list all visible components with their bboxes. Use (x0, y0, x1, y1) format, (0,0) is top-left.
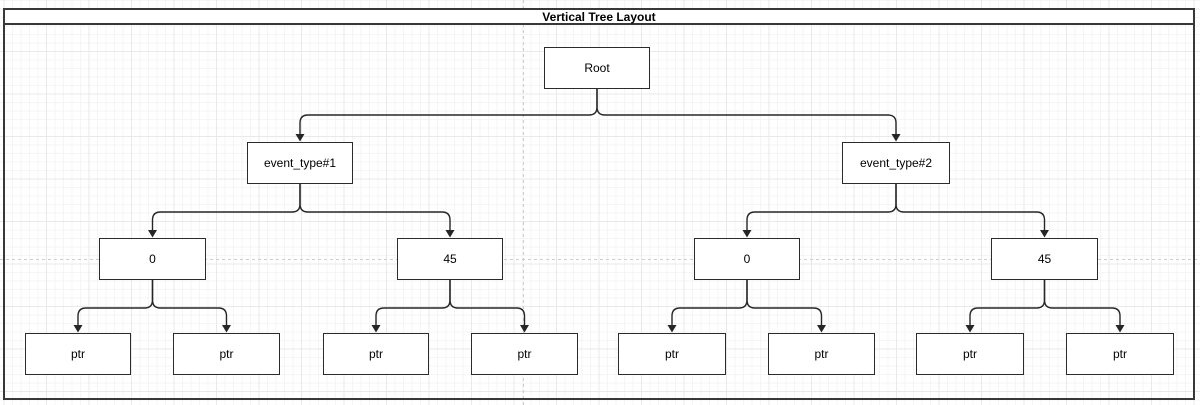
tree-edge-et1-n45a[interactable] (299, 184, 455, 238)
node-label: event_type#1 (263, 156, 337, 170)
node-label: 0 (149, 252, 156, 266)
tree-node-ptr1[interactable]: ptr (25, 333, 131, 375)
tree-node-ptr6[interactable]: ptr (768, 333, 875, 375)
node-label: ptr (219, 347, 234, 361)
tree-node-ptr2[interactable]: ptr (173, 333, 280, 375)
arrowhead-icon (520, 325, 529, 333)
tree-edge-n0a-ptr2[interactable] (151, 280, 232, 333)
tree-edge-et2-n45b[interactable] (895, 184, 1049, 238)
node-label: ptr (664, 347, 679, 361)
frame-title-bar[interactable]: Vertical Tree Layout (5, 10, 1193, 25)
tree-node-root[interactable]: Root (544, 47, 650, 89)
frame-title: Vertical Tree Layout (542, 9, 656, 24)
tree-edge-n45b-ptr8[interactable] (1043, 280, 1125, 333)
node-label: 0 (743, 252, 751, 266)
tree-edge-et1-n0a[interactable] (148, 184, 301, 238)
tree-edge-et2-n0b[interactable] (742, 184, 897, 238)
tree-node-ptr5[interactable]: ptr (618, 333, 726, 375)
tree-node-et2[interactable]: event_type#2 (842, 142, 950, 184)
arrowhead-icon (148, 230, 157, 238)
arrowhead-icon (817, 325, 826, 333)
node-label: Root (584, 61, 610, 75)
tree-node-et1[interactable]: event_type#1 (247, 142, 353, 184)
arrowhead-icon (667, 325, 677, 333)
tree-edge-n0b-ptr5[interactable] (667, 280, 748, 333)
tree-edge-n45a-ptr3[interactable] (371, 280, 451, 333)
tree-node-n0b[interactable]: 0 (694, 238, 800, 280)
tree-node-ptr7[interactable]: ptr (916, 333, 1024, 375)
node-label: ptr (1112, 347, 1127, 361)
arrowhead-icon (445, 230, 455, 238)
node-label: 45 (1037, 252, 1052, 266)
arrowhead-icon (1115, 325, 1125, 333)
tree-node-n0a[interactable]: 0 (99, 238, 206, 280)
node-label: ptr (962, 347, 977, 361)
tree-container-frame[interactable]: Vertical Tree Layout (3, 8, 1195, 400)
arrowhead-icon (73, 325, 83, 333)
arrowhead-icon (891, 134, 901, 142)
tree-edge-n45a-ptr4[interactable] (449, 280, 529, 333)
tree-node-n45a[interactable]: 45 (397, 238, 503, 280)
tree-node-ptr3[interactable]: ptr (323, 333, 429, 375)
tree-edge-root-et2[interactable] (596, 89, 901, 142)
arrowhead-icon (295, 134, 305, 142)
tree-node-ptr8[interactable]: ptr (1066, 333, 1174, 375)
arrowhead-icon (222, 325, 231, 333)
tree-node-n45b[interactable]: 45 (991, 238, 1098, 280)
node-label: ptr (368, 347, 383, 361)
tree-edge-n0b-ptr6[interactable] (746, 280, 826, 333)
tree-edge-n0a-ptr1[interactable] (73, 280, 154, 333)
node-label: ptr (517, 347, 532, 361)
node-label: 45 (443, 252, 457, 266)
tree-edge-root-et1[interactable] (295, 89, 598, 142)
tree-node-ptr4[interactable]: ptr (471, 333, 578, 375)
arrowhead-icon (965, 325, 975, 333)
arrowhead-icon (742, 230, 752, 238)
node-label: ptr (814, 347, 829, 361)
tree-edge-n45b-ptr7[interactable] (965, 280, 1046, 333)
node-label: ptr (70, 347, 85, 361)
arrowhead-icon (1040, 230, 1049, 238)
node-label: event_type#2 (859, 156, 933, 170)
arrowhead-icon (371, 325, 381, 333)
